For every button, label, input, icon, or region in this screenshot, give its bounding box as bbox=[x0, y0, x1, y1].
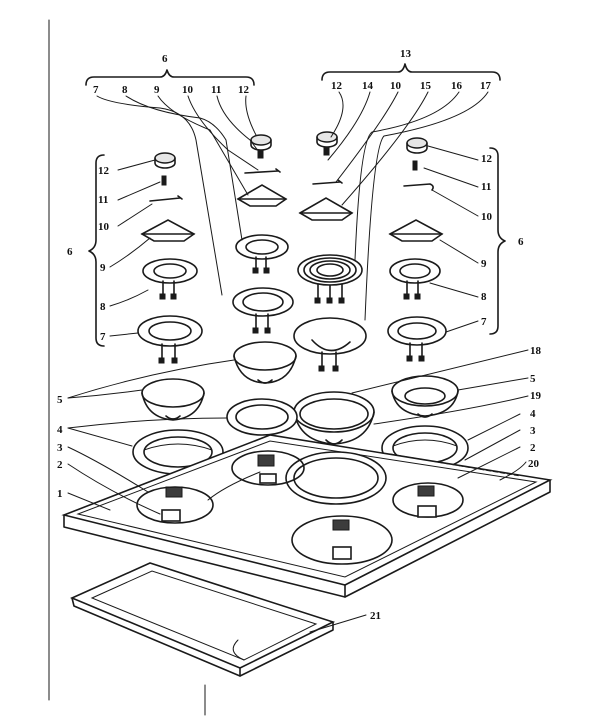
clip-left bbox=[149, 195, 183, 202]
knob-right bbox=[406, 137, 428, 171]
label-21: 21 bbox=[370, 610, 381, 622]
heating-element-small-center bbox=[235, 234, 289, 274]
clip-right bbox=[403, 183, 434, 191]
heating-element-large-center bbox=[293, 317, 367, 372]
label-15: 15 bbox=[420, 80, 432, 92]
label-10-left: 10 bbox=[98, 221, 110, 233]
label-9-right: 9 bbox=[481, 258, 487, 270]
drip-pan-left bbox=[141, 378, 205, 421]
drip-pan-center-left bbox=[233, 341, 297, 384]
clip-center-right bbox=[312, 179, 343, 185]
label-9-left: 9 bbox=[100, 262, 106, 274]
label-6-left: 6 bbox=[67, 246, 73, 258]
label-17: 17 bbox=[480, 80, 492, 92]
element-bracket-left bbox=[140, 219, 196, 242]
receptacle-right bbox=[392, 482, 464, 518]
leader-lines bbox=[67, 91, 529, 633]
group-6-left-bracket bbox=[88, 154, 105, 347]
label-16: 16 bbox=[451, 80, 463, 92]
trim-ring-center-left bbox=[226, 398, 298, 436]
element-bracket-right bbox=[388, 219, 444, 242]
clip-center-left bbox=[244, 168, 281, 174]
label-7-left: 7 bbox=[100, 331, 106, 343]
label-7-right: 7 bbox=[481, 316, 487, 328]
heating-element-small-left bbox=[142, 258, 198, 300]
label-2-right: 2 bbox=[530, 442, 536, 454]
label-7-top: 7 bbox=[93, 84, 99, 96]
label-5-right: 5 bbox=[530, 373, 536, 385]
heating-element-large-coil bbox=[297, 254, 363, 304]
label-11-top: 11 bbox=[211, 84, 221, 96]
knob-left bbox=[154, 152, 176, 186]
label-10-top: 10 bbox=[182, 84, 194, 96]
label-3-right: 3 bbox=[530, 425, 536, 437]
label-8-top: 8 bbox=[122, 84, 128, 96]
label-10-group13: 10 bbox=[390, 80, 402, 92]
group-6-top-bracket bbox=[85, 69, 255, 86]
label-9-top: 9 bbox=[154, 84, 160, 96]
receptacle-left bbox=[136, 486, 214, 524]
heating-element-right-7 bbox=[387, 316, 447, 362]
label-10-right: 10 bbox=[481, 211, 493, 223]
label-11-left: 11 bbox=[98, 194, 108, 206]
label-group-13: 13 bbox=[400, 48, 412, 60]
label-1: 1 bbox=[57, 488, 63, 500]
label-14: 14 bbox=[362, 80, 374, 92]
plate-burner-opening-large bbox=[285, 451, 387, 505]
knob-center-left bbox=[250, 134, 272, 159]
group-13-bracket bbox=[321, 63, 501, 81]
knob-center-right bbox=[316, 131, 338, 156]
heating-element-center-7 bbox=[232, 287, 294, 334]
label-12-top: 12 bbox=[238, 84, 250, 96]
receptacle-center-left bbox=[231, 450, 305, 486]
heating-element-small-right bbox=[389, 258, 441, 300]
label-6-right: 6 bbox=[518, 236, 524, 248]
drip-pan-right bbox=[391, 375, 459, 418]
label-3-left: 3 bbox=[57, 442, 63, 454]
bottom-tray bbox=[69, 562, 336, 677]
label-group-6-top: 6 bbox=[162, 53, 168, 65]
part-number-labels: 6 13 7 8 9 10 11 12 12 14 10 15 16 17 12… bbox=[57, 48, 542, 622]
label-12-right: 12 bbox=[481, 153, 493, 165]
label-4-left: 4 bbox=[57, 424, 63, 436]
label-8-left: 8 bbox=[100, 301, 106, 313]
element-bracket-center-left bbox=[236, 184, 288, 207]
label-12-group13: 12 bbox=[331, 80, 343, 92]
cooktop-main-top bbox=[61, 434, 553, 598]
heating-element-left-7 bbox=[137, 315, 203, 364]
label-12-left: 12 bbox=[98, 165, 110, 177]
drip-pan-large bbox=[293, 391, 375, 445]
label-5-left: 5 bbox=[57, 394, 63, 406]
group-6-right-bracket bbox=[489, 147, 506, 335]
label-2-left: 2 bbox=[57, 459, 63, 471]
label-18: 18 bbox=[530, 345, 542, 357]
label-4-right: 4 bbox=[530, 408, 536, 420]
label-11-right: 11 bbox=[481, 181, 491, 193]
label-20: 20 bbox=[528, 458, 540, 470]
receptacle-front bbox=[291, 515, 393, 565]
label-8-right: 8 bbox=[481, 291, 487, 303]
element-bracket-center-right bbox=[298, 197, 354, 221]
label-19: 19 bbox=[530, 390, 542, 402]
